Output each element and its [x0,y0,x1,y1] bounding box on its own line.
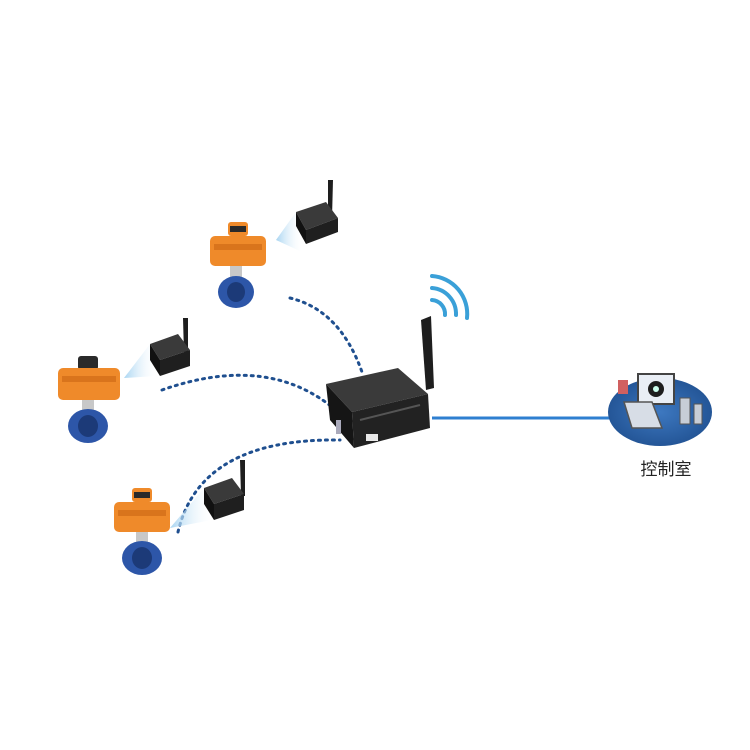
actuator-valve-2 [58,356,120,443]
actuator-valve-1 [210,222,266,308]
wireless-gateway [326,316,434,448]
wireless-module-3 [170,460,245,528]
actuator-valve-3 [114,488,170,575]
link-middle [160,373,340,414]
link-top [288,296,364,374]
control-room-label: 控制室 [640,460,692,480]
wireless-module-2 [124,318,190,378]
wifi-signal-icon [430,274,470,320]
control-room-icon [608,373,712,446]
wireless-module-1 [276,180,338,252]
